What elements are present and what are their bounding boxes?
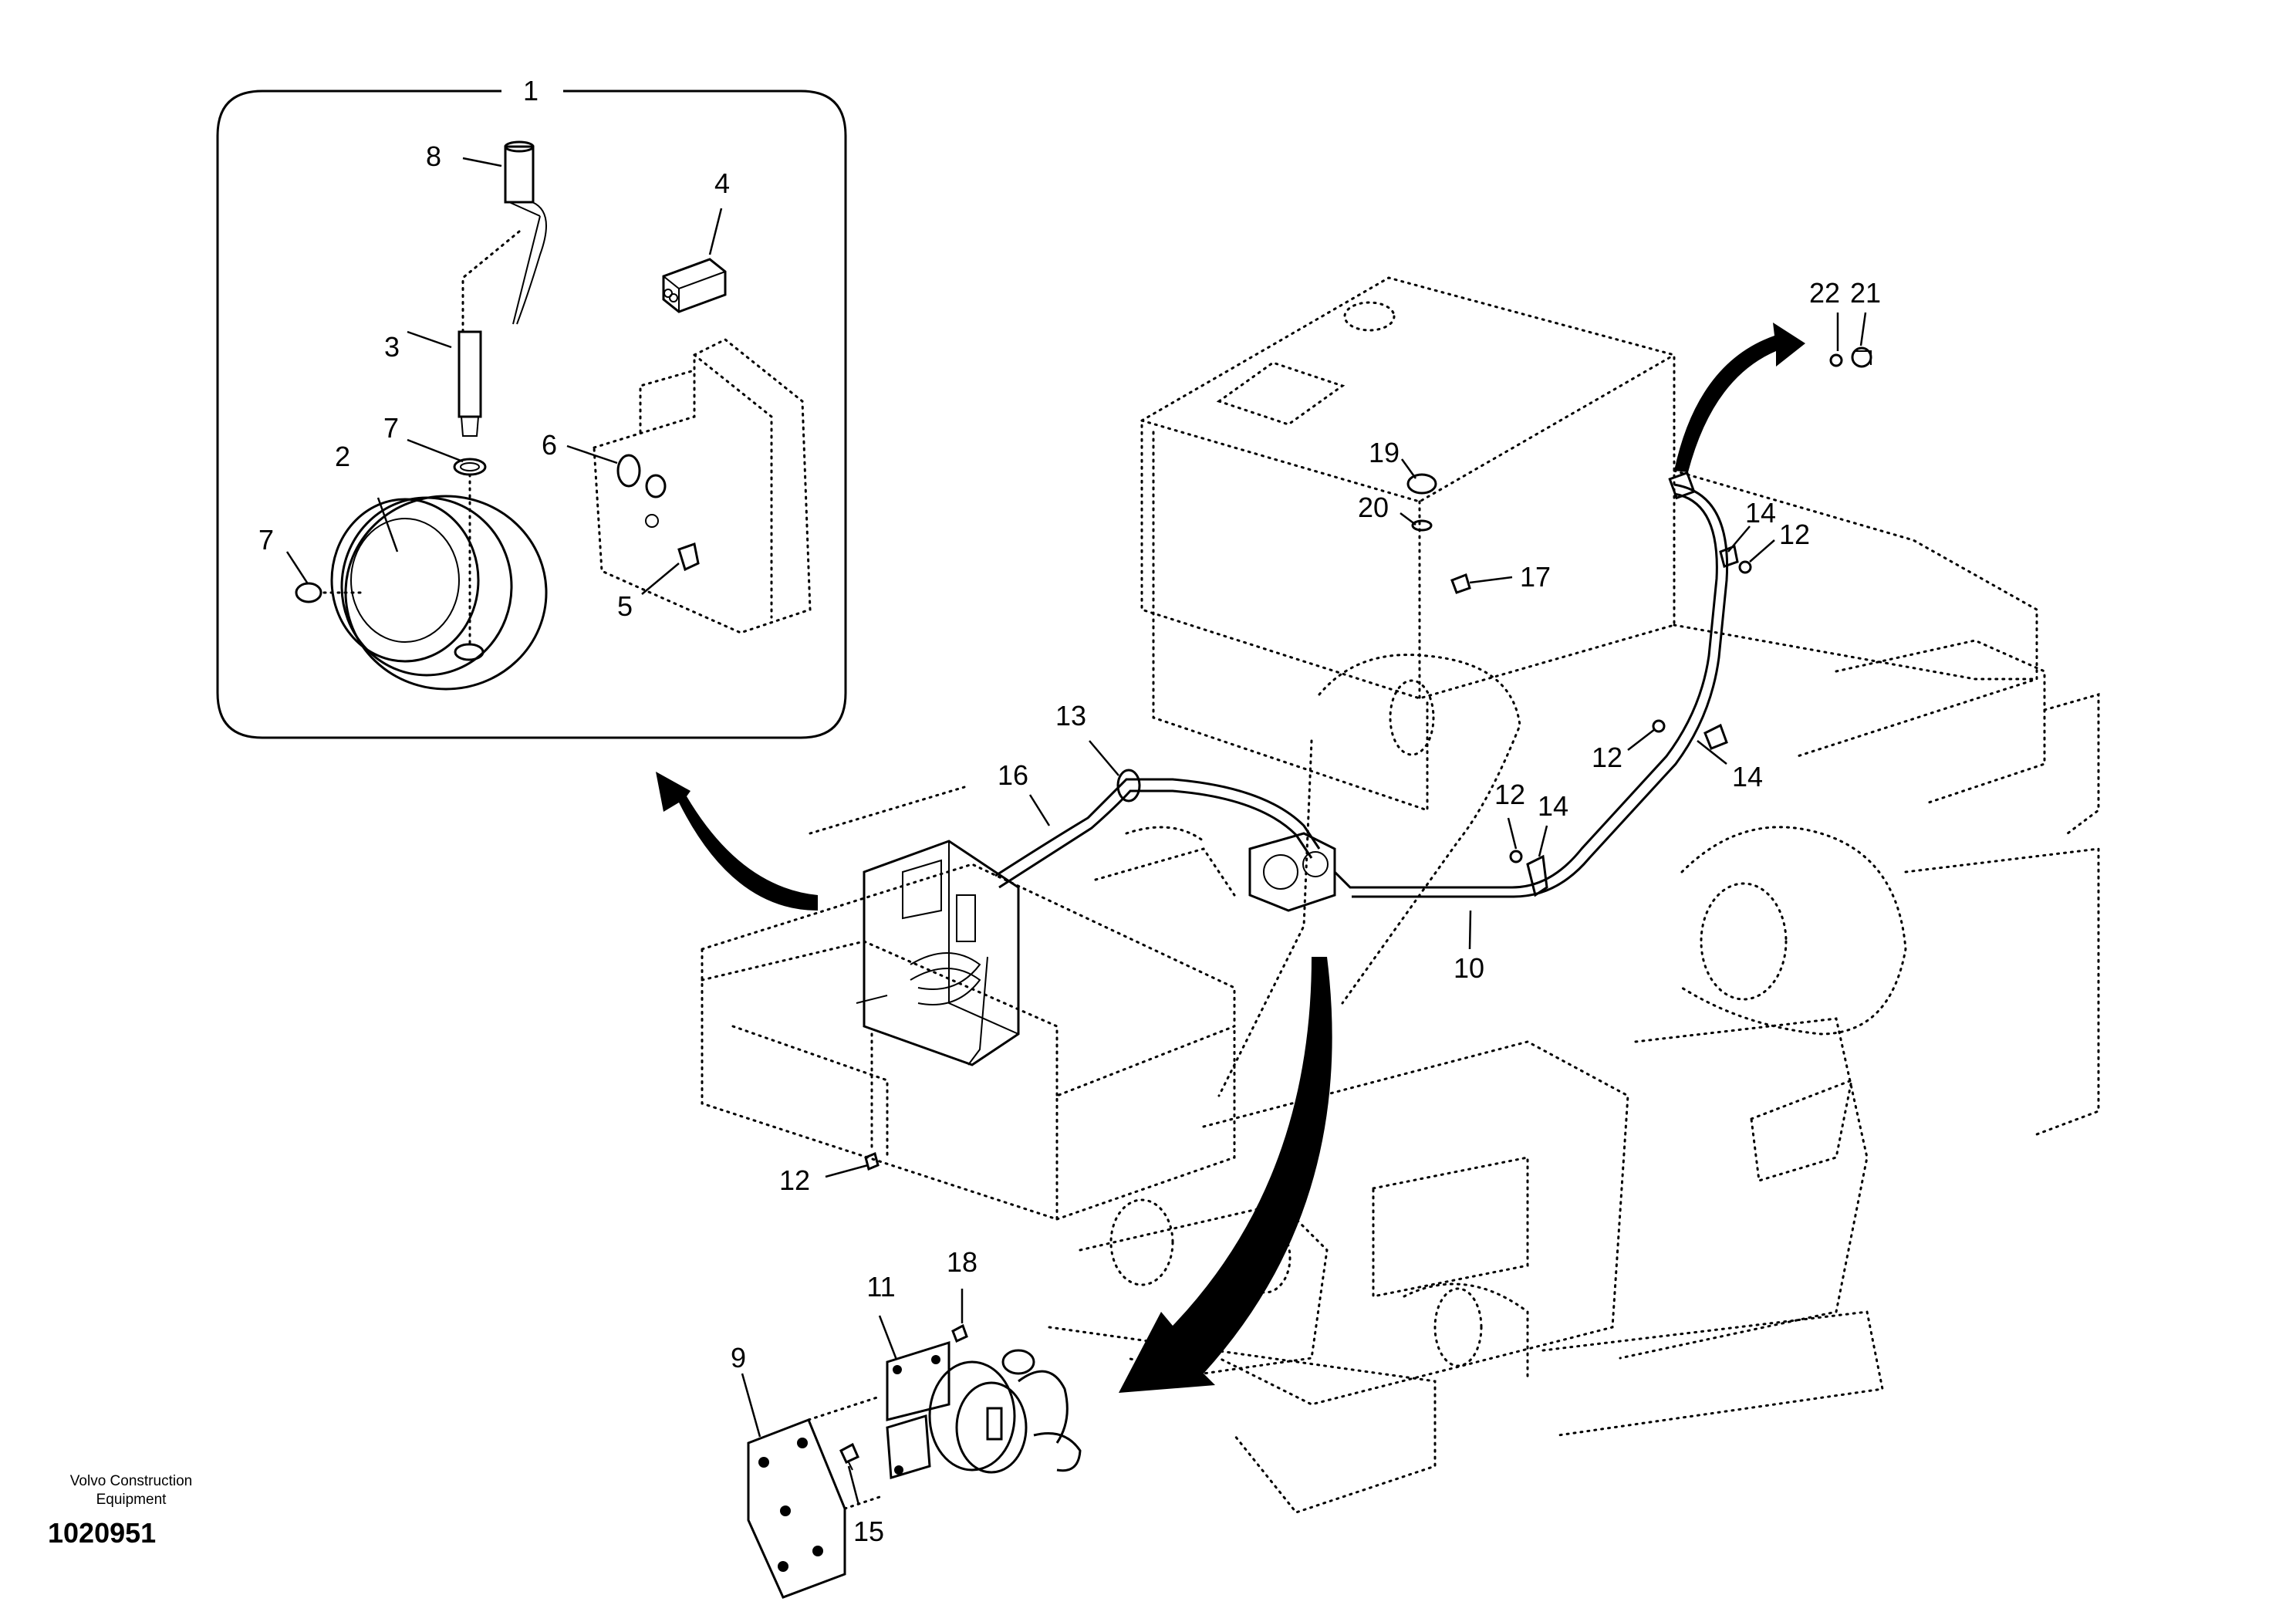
- callout-12d: 12: [778, 1164, 811, 1196]
- callout-4: 4: [714, 167, 731, 199]
- callout-9: 9: [730, 1342, 747, 1374]
- callout-15: 15: [853, 1516, 885, 1547]
- callout-2: 2: [334, 441, 351, 472]
- callout-6: 6: [541, 429, 558, 461]
- callout-12a: 12: [1778, 519, 1811, 550]
- tank-hose: [1333, 471, 1729, 898]
- bolt-12-lower: [864, 1032, 880, 1171]
- small-parts-top: [1406, 346, 1872, 897]
- callout-7a: 7: [383, 412, 400, 444]
- heater-hose: [994, 769, 1321, 889]
- callout-13: 13: [1055, 700, 1087, 732]
- callout-20: 20: [1357, 492, 1389, 523]
- inset-parts: [295, 140, 812, 691]
- callout-10: 10: [1453, 952, 1485, 984]
- callout-17: 17: [1519, 561, 1551, 593]
- callout-3: 3: [383, 331, 400, 363]
- detail-inset-frame: [216, 90, 847, 739]
- flow-arrows: [656, 323, 1805, 1393]
- callout-14b: 14: [1731, 761, 1764, 792]
- callout-14c: 14: [1537, 790, 1569, 822]
- callout-12b: 12: [1591, 742, 1623, 773]
- pump-junction: [1248, 832, 1336, 912]
- upper-frame-outline: [1048, 276, 2100, 1514]
- callout-11: 11: [866, 1271, 896, 1303]
- callout-5: 5: [616, 590, 633, 622]
- callout-1: 1: [522, 75, 539, 106]
- brand-label: Volvo Construction Equipment: [69, 1473, 193, 1508]
- callout-19: 19: [1368, 437, 1400, 468]
- callout-18: 18: [946, 1246, 978, 1278]
- bottom-exploded-parts: [747, 1323, 1082, 1599]
- lower-left-platform-outline: [701, 786, 1236, 1222]
- heater-bracket: [856, 840, 1020, 1066]
- callout-21: 21: [1849, 277, 1882, 309]
- callout-14a: 14: [1744, 497, 1777, 529]
- callout-12c: 12: [1494, 779, 1526, 810]
- leader-lines: [285, 157, 1867, 1505]
- callout-16: 16: [997, 759, 1029, 791]
- callout-22: 22: [1808, 277, 1841, 309]
- callout-8: 8: [425, 140, 442, 172]
- callout-7b: 7: [258, 524, 275, 556]
- drawing-number: 1020951: [48, 1517, 157, 1549]
